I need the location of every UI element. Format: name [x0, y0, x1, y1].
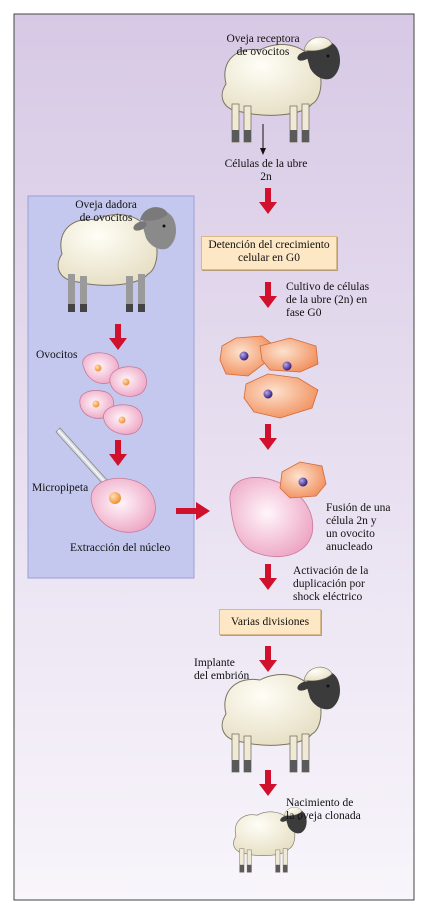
label-activation: Activación de la duplicación por shock e… [293, 565, 369, 603]
box-growth-arrest: Detención del crecimiento celular en G0 [201, 236, 337, 270]
label-micropipette: Micropipeta [32, 482, 89, 494]
arrow-right [176, 502, 210, 520]
udder-cells [219, 335, 319, 419]
box-several-divisions: Varias divisiones [219, 609, 321, 635]
label-nucleus-extraction: Extracción del núcleo [70, 542, 171, 554]
label-fusion: Fusión de una célula 2n y un ovocito anu… [326, 502, 391, 553]
label-oocytes: Ovocitos [36, 349, 78, 361]
label-donor-sheep: Oveja dadora de ovocitos [75, 199, 137, 224]
label-recipient-sheep: Oveja receptora de ovocitos [226, 33, 300, 58]
oocytes-cluster [79, 352, 147, 435]
enucleation-oocyte [90, 477, 156, 533]
label-udder-cells: Células de la ubre 2n [224, 158, 308, 183]
fusion-cells [229, 461, 327, 558]
label-embryo-implant: Implante del embrión [194, 657, 250, 682]
label-clone-birth: Nacimiento de la oveja clonada [286, 797, 361, 822]
label-udder-culture: Cultivo de células de la ubre (2n) en fa… [286, 281, 370, 319]
